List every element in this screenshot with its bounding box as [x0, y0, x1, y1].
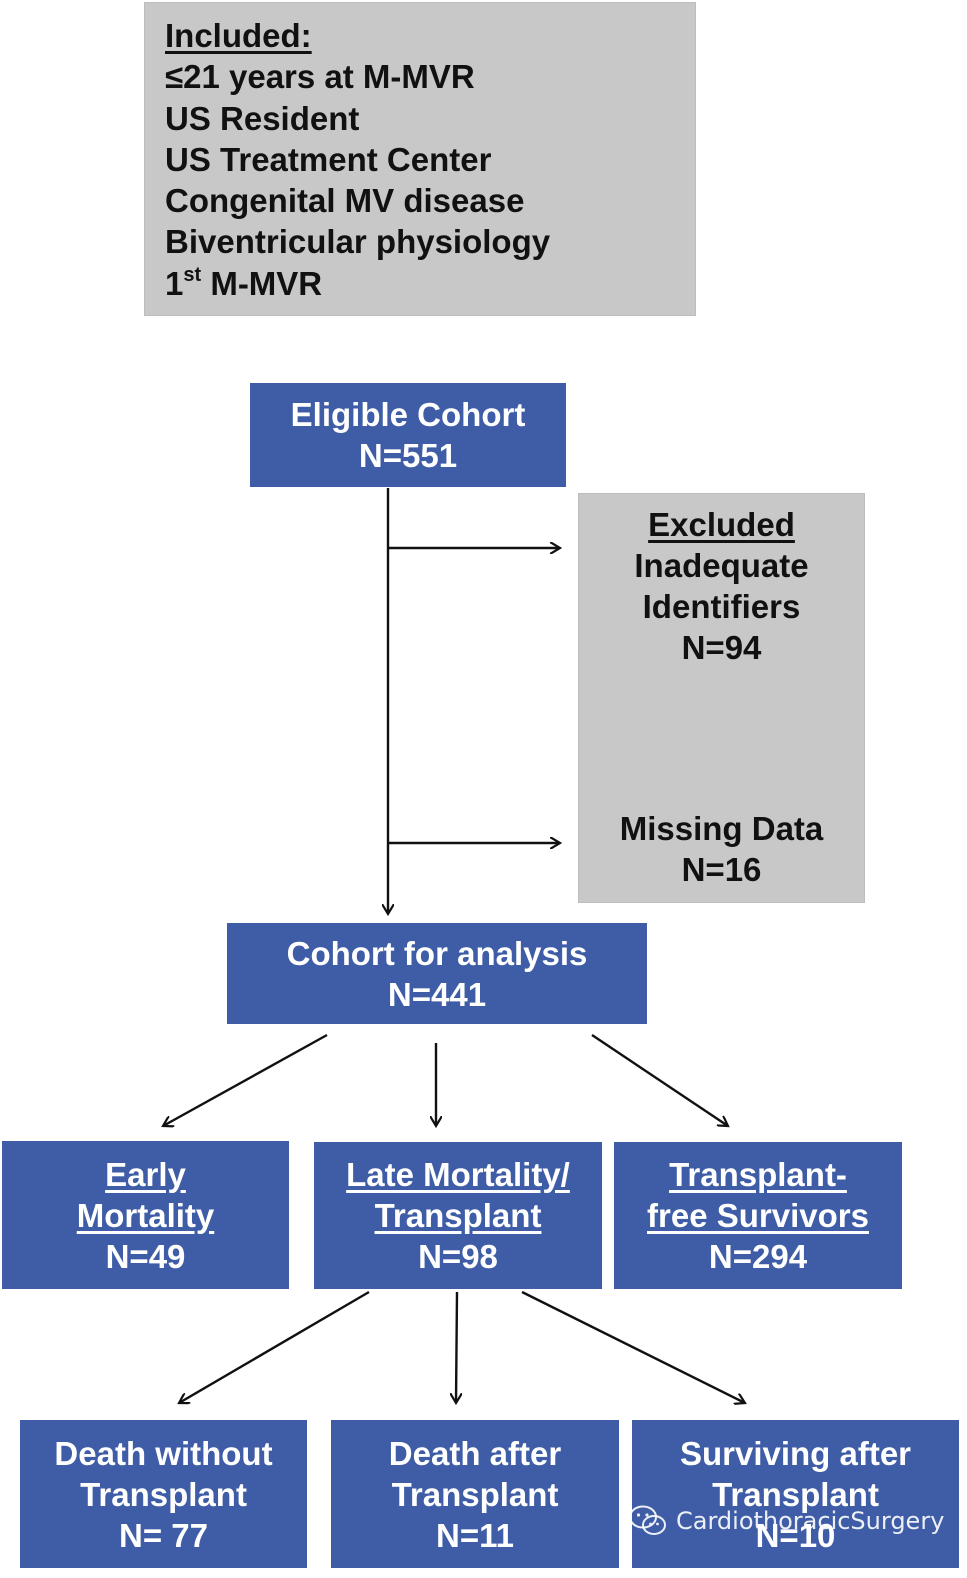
inclusion-criterion-disease: Congenital MV disease — [165, 182, 525, 220]
outcome-surviving-after-line2: Transplant — [712, 1475, 879, 1513]
eligible-cohort-box: Eligible Cohort N=551 — [250, 383, 566, 487]
watermark-text: CardiothoracicSurgery — [676, 1507, 945, 1535]
excluded-reason-identifiers-line1: Inadequate — [634, 547, 809, 584]
excluded-heading: Excluded — [648, 506, 795, 543]
group-late-mortality-line2: Transplant — [374, 1197, 542, 1234]
inclusion-criterion-physiology: Biventricular physiology — [165, 223, 551, 261]
outcome-death-after-line2: Transplant — [391, 1475, 559, 1513]
outcome-death-after-transplant-box: Death after Transplant N=11 — [331, 1420, 619, 1568]
group-late-mortality-count: N=98 — [418, 1238, 498, 1275]
group-early-mortality-line2: Mortality — [76, 1196, 215, 1234]
inclusion-criterion-first-mvr: 1st M-MVR — [165, 263, 695, 304]
analysis-cohort-label: Cohort for analysis — [286, 934, 588, 972]
inclusion-criterion-age: ≤21 years at M-MVR — [165, 58, 475, 96]
inclusion-criterion-center: US Treatment Center — [165, 140, 492, 178]
inclusion-heading: Included: — [165, 17, 312, 54]
group-survivors-line2: free Survivors — [647, 1197, 869, 1234]
arrow-analysis-to-early — [163, 1033, 328, 1126]
excluded-reason-missing-count: N=16 — [681, 851, 762, 888]
outcome-surviving-after-count: N=10 — [755, 1516, 836, 1554]
group-late-mortality-box: Late Mortality/ Transplant N=98 — [314, 1142, 602, 1289]
watermark: CardiothoracicSurgery — [628, 1504, 944, 1538]
first-mvr-number: 1 — [165, 264, 184, 302]
outcome-death-after-line1: Death after — [388, 1434, 562, 1472]
eligible-cohort-count: N=551 — [358, 437, 458, 474]
outcome-death-without-line1: Death without — [54, 1434, 273, 1472]
outcome-death-without-count: N= 77 — [119, 1516, 208, 1554]
outcome-surviving-after-line1: Surviving after — [679, 1434, 912, 1472]
analysis-cohort-count: N=441 — [387, 975, 487, 1013]
excluded-reason-missing-label: Missing Data — [619, 810, 824, 847]
arrow-late-to-death-without — [179, 1290, 370, 1403]
group-survivors-box: Transplant- free Survivors N=294 — [614, 1142, 902, 1289]
group-survivors-line1: Transplant- — [669, 1156, 847, 1193]
inclusion-criteria-box: Included: ≤21 years at M-MVR US Resident… — [144, 2, 696, 316]
excluded-reason-identifiers-count: N=94 — [681, 629, 762, 666]
outcome-surviving-after-transplant-box: Surviving after Transplant N=10 — [632, 1420, 959, 1568]
arrow-late-to-death-after — [456, 1291, 457, 1403]
outcome-death-without-transplant-box: Death without Transplant N= 77 — [20, 1420, 307, 1568]
excluded-reason-identifiers-line2: Identifiers — [642, 588, 801, 625]
arrow-late-to-surviving-after — [521, 1290, 745, 1403]
arrow-analysis-to-survivors — [591, 1034, 728, 1126]
group-survivors-count: N=294 — [708, 1238, 808, 1275]
first-mvr-text: M-MVR — [201, 264, 323, 302]
wechat-icon — [629, 1505, 666, 1535]
group-early-mortality-line1: Early — [105, 1155, 186, 1193]
first-mvr-ordinal: st — [183, 263, 202, 286]
outcome-death-without-line2: Transplant — [80, 1475, 247, 1513]
inclusion-criterion-resident: US Resident — [165, 99, 360, 137]
group-late-mortality-line1: Late Mortality/ — [346, 1156, 570, 1193]
analysis-cohort-box: Cohort for analysis N=441 — [227, 923, 647, 1024]
excluded-box: Excluded Inadequate Identifiers N=94 Mis… — [578, 493, 865, 903]
group-early-mortality-box: Early Mortality N=49 — [2, 1141, 289, 1289]
group-early-mortality-count: N=49 — [105, 1237, 186, 1275]
eligible-cohort-label: Eligible Cohort — [290, 396, 526, 433]
outcome-death-after-count: N=11 — [436, 1516, 514, 1554]
